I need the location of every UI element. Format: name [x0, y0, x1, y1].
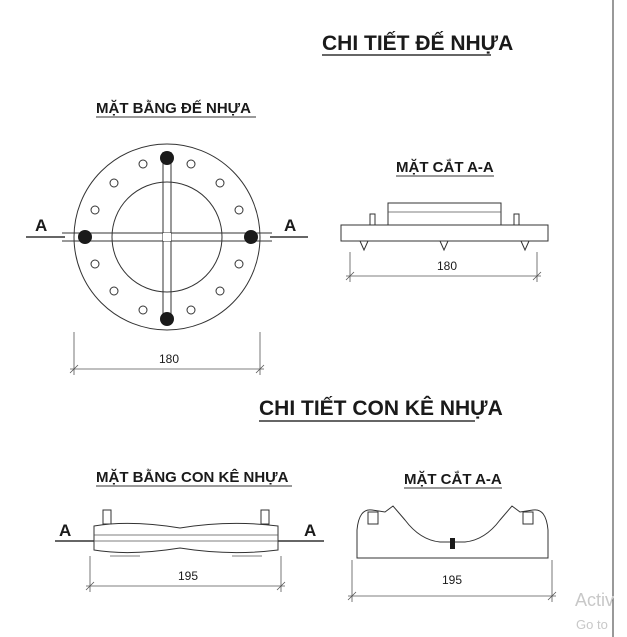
base-plate-section	[340, 202, 549, 252]
spacer-section	[356, 505, 549, 559]
stud-bottom	[160, 312, 174, 326]
spacer-section-dimension	[347, 560, 557, 602]
spacer-plan-title: MẶT BẰNG CON KÊ NHỰA	[96, 468, 289, 486]
spacer-plan-dimension	[85, 556, 286, 592]
stud-top	[160, 151, 174, 165]
cut-label-left: A	[35, 216, 47, 235]
spacer-cut-label-right: A	[304, 521, 316, 540]
stud-left	[78, 230, 92, 244]
spacer-section-dimension-value: 195	[442, 573, 462, 587]
base-section-dimension-value: 180	[437, 259, 457, 273]
activation-watermark-line2: Go to	[576, 617, 608, 632]
activation-watermark-line1: Activ	[575, 590, 614, 610]
top-main-title: CHI TIẾT ĐẾ NHỰA	[322, 32, 513, 55]
base-section-title: MẶT CẮT A-A	[396, 158, 494, 176]
bottom-main-title: CHI TIẾT CON KÊ NHỰA	[259, 396, 503, 420]
bolt-holes	[90, 159, 244, 315]
spacer-plan-dimension-value: 195	[178, 569, 198, 583]
base-plan-title: MẶT BẰNG ĐẾ NHỰA	[96, 99, 251, 117]
spacer-cut-label-left: A	[59, 521, 71, 540]
spacer-section-title: MẶT CẮT A-A	[404, 470, 502, 488]
base-plan-dimension-value: 180	[159, 352, 179, 366]
base-plan-dimension	[69, 332, 265, 375]
base-section-dimension	[345, 252, 542, 282]
base-plate-plan	[62, 143, 272, 331]
cut-label-right: A	[284, 216, 296, 235]
stud-right	[244, 230, 258, 244]
spacer-plan	[93, 509, 279, 557]
